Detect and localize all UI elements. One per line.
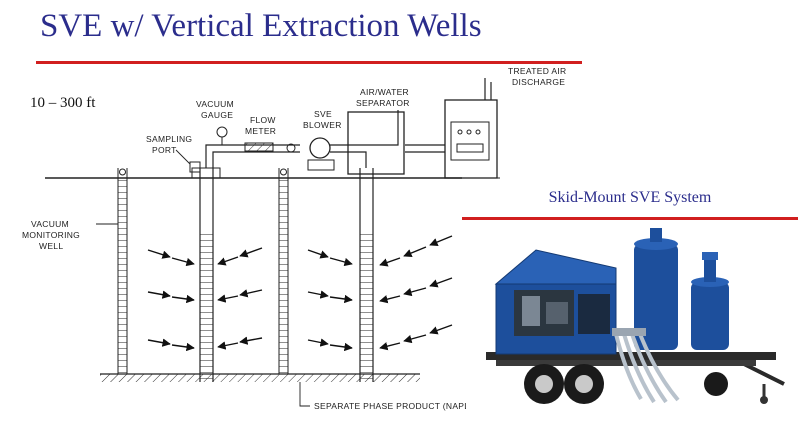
label-meter: METER: [245, 126, 276, 136]
label-gauge: GAUGE: [201, 110, 233, 120]
extraction-well-1: [192, 168, 220, 382]
sve-blower: [310, 138, 330, 158]
photo-caption: Skid-Mount SVE System: [462, 189, 798, 207]
label-separator: SEPARATOR: [356, 98, 410, 108]
label-napl: SEPARATE PHASE PRODUCT (NAPL): [314, 401, 472, 411]
label-air-water: AIR/WATER: [360, 87, 409, 97]
flow-meter: [245, 143, 273, 151]
skid-mount-sve-photo: [466, 224, 796, 414]
label-treated-air: TREATED AIR: [508, 66, 566, 76]
label-sve: SVE: [314, 109, 332, 119]
label-discharge: DISCHARGE: [512, 77, 565, 87]
label-vacuum-mw: VACUUM: [31, 219, 69, 229]
label-sampling: SAMPLING: [146, 134, 192, 144]
vapor-flow-arrows: [148, 236, 452, 348]
label-port: PORT: [152, 145, 177, 155]
photo-caption-underline: [462, 217, 798, 220]
label-well: WELL: [39, 241, 63, 251]
air-water-separator: [348, 112, 404, 174]
label-blower: BLOWER: [303, 120, 342, 130]
vacuum-gauge: [217, 127, 227, 137]
label-vacuum: VACUUM: [196, 99, 234, 109]
monitoring-well-left: [118, 168, 127, 374]
extraction-well-2: [360, 168, 373, 382]
monitoring-well-center: [279, 168, 288, 374]
filter-tank: [691, 282, 729, 350]
label-monitoring: MONITORING: [22, 230, 80, 240]
label-flow: FLOW: [250, 115, 276, 125]
